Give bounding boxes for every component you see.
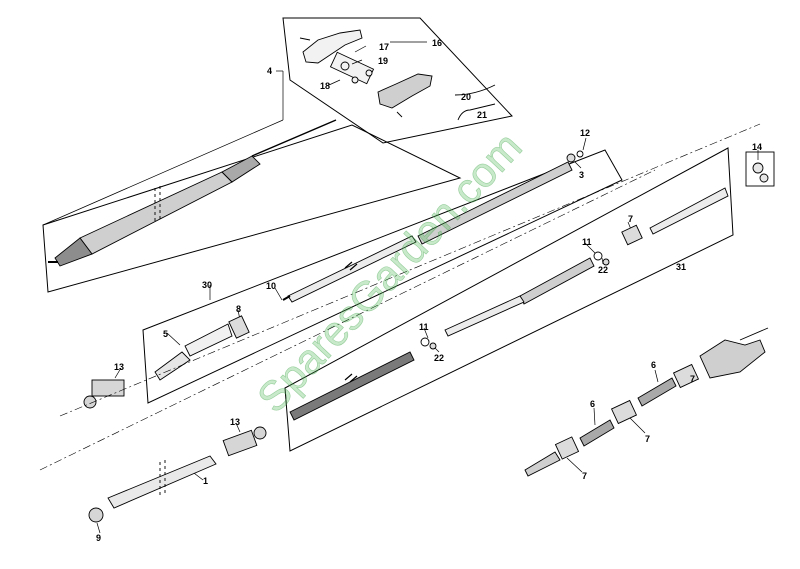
label-10: 10 [266, 281, 276, 291]
label-13a: 13 [114, 362, 124, 372]
flex-coupling-detail [524, 327, 769, 477]
label-3: 3 [579, 170, 584, 180]
coupling-13-upper [83, 379, 125, 409]
handle-assembly-box [282, 17, 513, 144]
label-4: 4 [267, 66, 272, 76]
label-5: 5 [163, 329, 168, 339]
leader-lines [42, 41, 759, 534]
label-12: 12 [580, 128, 590, 138]
label-18: 18 [320, 81, 330, 91]
upper-shaft-box [142, 149, 623, 404]
label-7a: 7 [628, 214, 633, 224]
label-21: 21 [477, 110, 487, 120]
label-7b: 7 [690, 374, 695, 384]
label-9: 9 [96, 533, 101, 543]
label-11a: 11 [582, 237, 592, 247]
label-13b: 13 [230, 417, 240, 427]
upper-shaft-tubes [154, 150, 584, 381]
label-6a: 6 [651, 360, 656, 370]
label-17: 17 [379, 42, 389, 52]
lower-shaft-box [284, 147, 734, 452]
label-6b: 6 [590, 399, 595, 409]
label-31: 31 [676, 262, 686, 272]
label-8: 8 [236, 304, 241, 314]
label-22a: 22 [598, 265, 608, 275]
drive-shaft-assembly [48, 119, 337, 267]
label-30: 30 [202, 280, 212, 290]
label-7d: 7 [582, 471, 587, 481]
coupling-13-lower [222, 426, 267, 457]
label-19: 19 [378, 56, 388, 66]
part-labels: 1 3 4 5 6 6 7 7 7 7 8 9 10 11 11 12 13 1… [96, 38, 762, 543]
lower-shaft-tubes [289, 187, 729, 421]
part-14 [745, 151, 775, 187]
label-22b: 22 [434, 353, 444, 363]
label-16: 16 [432, 38, 442, 48]
handle-assembly-parts [299, 29, 433, 118]
label-20: 20 [461, 92, 471, 102]
label-14: 14 [752, 142, 762, 152]
label-1: 1 [203, 476, 208, 486]
label-11b: 11 [419, 322, 429, 332]
main-tube-1 [88, 455, 217, 523]
center-lines [39, 123, 761, 471]
label-7c: 7 [645, 434, 650, 444]
throttle-cable-parts [454, 84, 496, 121]
